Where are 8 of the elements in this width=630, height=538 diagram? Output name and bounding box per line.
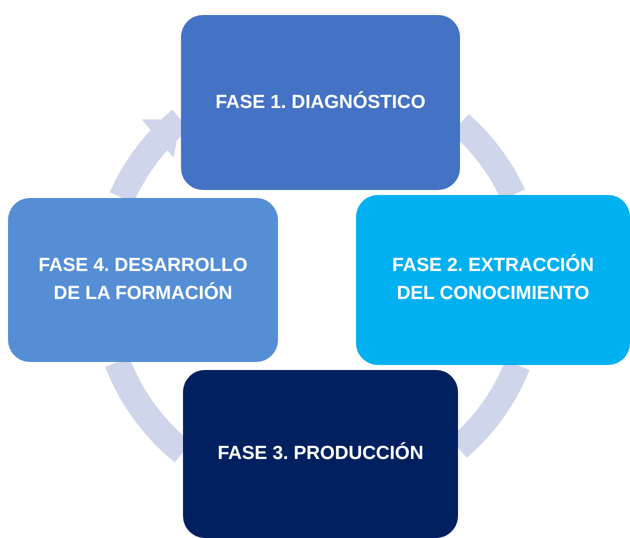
phase-box [8, 198, 278, 362]
phase-label: FASE 4. DESARROLLO DE LA FORMACIÓN [37, 254, 249, 306]
phase-label: FASE 1. DIAGNÓSTICO [215, 90, 426, 115]
phase-box [181, 15, 460, 190]
phase-box [356, 195, 630, 365]
phase-label: FASE 3. PRODUCCIÓN [218, 441, 424, 466]
phase-box [183, 370, 458, 538]
phase-label: FASE 2. EXTRACCIÓN DEL CONOCIMIENTO [391, 253, 595, 306]
